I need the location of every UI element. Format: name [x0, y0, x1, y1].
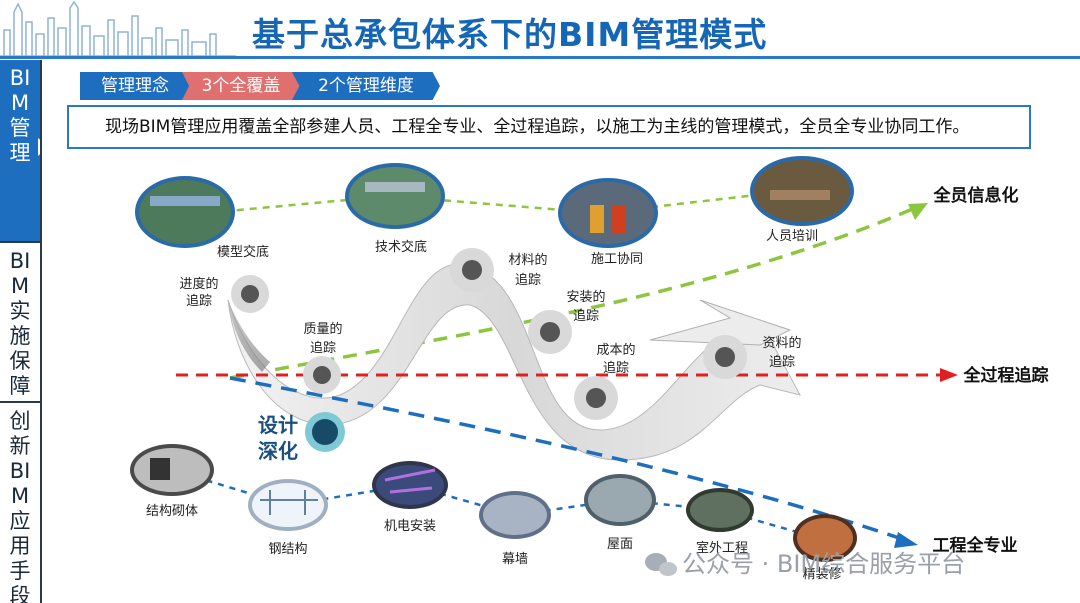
discipline-label: 室外工程	[696, 540, 748, 556]
sidebar-item-bim-management[interactable]: BIM管理	[0, 60, 40, 243]
design-node-core	[312, 419, 338, 445]
arrow-label-staff-info: 全员信息化	[933, 185, 1019, 206]
sidebar: BIM管理 BIM实施保障 创新BIM应用手段	[0, 60, 40, 603]
sidebar-divider	[40, 60, 42, 603]
wechat-icon	[645, 553, 677, 576]
sidebar-item-label: 创新BIM应用手段	[9, 409, 31, 603]
photo-label: 模型交底	[217, 244, 269, 260]
tracking-label: 追踪	[310, 340, 336, 356]
photo-label: 施工协同	[591, 252, 643, 267]
header: 基于总承包体系下的BIM管理模式	[0, 0, 1080, 60]
photo-label: 技术交底	[375, 239, 427, 255]
description-box: 现场BIM管理应用覆盖全部参建人员、工程全专业、全过程追踪，以施工为主线的管理模…	[67, 105, 1031, 149]
city-skyline-icon	[0, 0, 236, 57]
discipline-label: 结构砌体	[146, 504, 198, 519]
discipline-label: 屋面	[607, 537, 633, 552]
tab-three-coverage[interactable]: 3个全覆盖	[182, 72, 300, 100]
process-tracking-arrowhead-icon	[940, 368, 958, 382]
sidebar-item-label: BIM实施保障	[9, 249, 31, 398]
tracking-label: 追踪	[515, 272, 541, 288]
tracking-label: 资料的	[762, 335, 801, 351]
watermark-text: 公众号 · BIM综合服务平台	[682, 550, 965, 578]
tracking-label: 安装的	[566, 289, 605, 305]
discipline-label: 钢结构	[268, 542, 307, 557]
tab-two-dimensions[interactable]: 2个管理维度	[292, 72, 440, 100]
tracking-label: 追踪	[769, 354, 795, 370]
staff-info-arrow-line	[229, 206, 916, 380]
arrow-label-process-tracking: 全过程追踪	[963, 365, 1049, 386]
tracking-label: 进度的	[179, 276, 218, 292]
page-title: 基于总承包体系下的BIM管理模式	[252, 15, 768, 54]
tab-management-concept[interactable]: 管理理念	[80, 72, 190, 100]
tracking-label: 材料的	[508, 252, 547, 268]
tracking-label: 追踪	[186, 293, 212, 309]
header-divider	[0, 56, 1080, 59]
tracking-label: 追踪	[603, 360, 629, 376]
tracking-label: 质量的	[303, 321, 342, 337]
discipline-label: 精装修	[802, 567, 841, 582]
design-label: 深化	[258, 439, 298, 463]
arrow-label-all-discipline: 工程全专业	[933, 535, 1018, 556]
sidebar-item-innovation[interactable]: 创新BIM应用手段	[0, 403, 40, 603]
photo-label: 人员培训	[766, 228, 818, 244]
tracking-label: 成本的	[596, 342, 635, 358]
tracking-nodes	[231, 248, 747, 420]
sidebar-item-bim-guarantee[interactable]: BIM实施保障	[0, 243, 40, 403]
all-discipline-arrow-line	[229, 376, 906, 542]
bim-diagram: 模型交底 技术交底 施工协同 人员培训 进度的 追踪 质量的 追踪 材料的 追踪…	[130, 156, 1049, 582]
tracking-label: 追踪	[573, 308, 599, 324]
discipline-label: 幕墙	[502, 552, 528, 567]
sidebar-item-label: BIM管理	[9, 66, 31, 165]
discipline-label: 机电安装	[384, 519, 436, 534]
all-discipline-arrowhead-icon	[894, 532, 918, 548]
ribbon-shadow	[228, 300, 270, 372]
design-label: 设计	[258, 413, 298, 437]
discipline-image-group	[130, 444, 857, 562]
staff-info-arrowhead-icon	[908, 203, 928, 220]
staff-dotted-link	[184, 188, 801, 217]
top-photo-group	[135, 156, 854, 248]
